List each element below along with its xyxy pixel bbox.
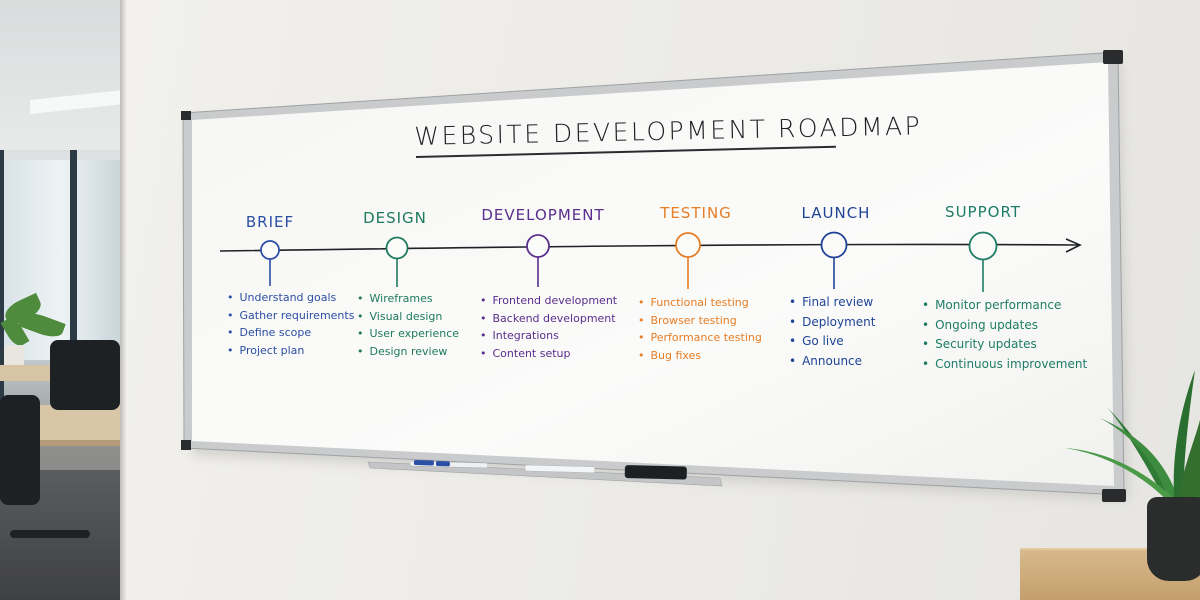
list-item: Announce bbox=[789, 352, 875, 372]
list-item: Frontend development bbox=[480, 292, 618, 310]
marker-tray bbox=[367, 461, 723, 487]
frame-corner bbox=[181, 111, 191, 120]
office-background bbox=[0, 0, 124, 600]
milestone-circle bbox=[526, 234, 550, 258]
list-item: Visual design bbox=[357, 308, 459, 326]
plant-pot bbox=[1147, 497, 1200, 581]
milestone-brief bbox=[260, 240, 280, 286]
list-item: Bug fixes bbox=[638, 347, 762, 365]
milestone-testing bbox=[675, 232, 701, 289]
chair-base bbox=[10, 530, 90, 538]
marker-pen bbox=[524, 464, 596, 474]
frame-corner bbox=[181, 440, 191, 450]
milestone-development bbox=[526, 234, 550, 287]
list-item: Continuous improvement bbox=[922, 355, 1087, 375]
launch-task-list: Final review Deployment Go live Announce bbox=[789, 293, 875, 371]
milestone-circle bbox=[675, 232, 701, 258]
board-surface bbox=[192, 62, 1114, 486]
list-item: Final review bbox=[789, 293, 875, 313]
list-item: Integrations bbox=[480, 327, 617, 345]
milestone-support bbox=[968, 231, 998, 292]
list-item: Monitor performance bbox=[922, 296, 1087, 316]
plant-leaf bbox=[1178, 420, 1200, 510]
phase-title-launch: LAUNCH bbox=[801, 204, 871, 222]
list-item: Ongoing updates bbox=[922, 316, 1087, 336]
list-item: Go live bbox=[789, 332, 875, 352]
design-task-list: Wireframes Visual design User experience… bbox=[357, 290, 460, 361]
list-item: Gather requirements bbox=[227, 307, 355, 325]
window-frame bbox=[70, 150, 77, 410]
office-chair bbox=[50, 340, 120, 410]
phase-title-brief: BRIEF bbox=[245, 213, 295, 231]
plant-leaf bbox=[1173, 370, 1195, 510]
list-item: User experience bbox=[357, 325, 460, 343]
plant-leaf bbox=[1105, 405, 1178, 510]
plant-leaves bbox=[1065, 370, 1200, 510]
milestone-design bbox=[385, 236, 409, 287]
frame-corner bbox=[1103, 50, 1123, 64]
marker-cap-blue bbox=[413, 460, 434, 466]
list-item: Wireframes bbox=[357, 290, 459, 308]
list-item: Define scope bbox=[227, 324, 354, 342]
list-item: Project plan bbox=[227, 342, 354, 360]
list-item: Performance testing bbox=[638, 329, 762, 347]
arrow-head-icon bbox=[1065, 238, 1082, 253]
milestone-circle bbox=[385, 236, 409, 260]
ceiling bbox=[0, 0, 124, 150]
phase-title-design: DESIGN bbox=[363, 209, 427, 227]
brief-task-list: Understand goals Gather requirements Def… bbox=[227, 289, 355, 360]
development-task-list: Frontend development Backend development… bbox=[480, 292, 618, 363]
list-item: Backend development bbox=[480, 310, 617, 328]
milestone-circle bbox=[820, 231, 848, 259]
testing-task-list: Functional testing Browser testing Perfo… bbox=[638, 294, 762, 364]
phase-title-development: DEVELOPMENT bbox=[481, 206, 605, 224]
office-chair bbox=[0, 395, 40, 505]
wall-corner bbox=[120, 0, 126, 600]
desk-edge bbox=[0, 440, 124, 446]
milestone-circle bbox=[260, 240, 280, 260]
milestone-launch bbox=[820, 231, 848, 289]
list-item: Security updates bbox=[922, 335, 1087, 355]
list-item: Deployment bbox=[789, 313, 875, 333]
list-item: Understand goals bbox=[227, 289, 354, 307]
timeline-line bbox=[219, 243, 1079, 252]
phase-title-testing: TESTING bbox=[660, 204, 732, 222]
list-item: Browser testing bbox=[638, 312, 762, 330]
list-item: Design review bbox=[357, 343, 459, 361]
eraser bbox=[624, 465, 687, 480]
frame-corner bbox=[1102, 489, 1126, 502]
plant-pot bbox=[4, 345, 24, 367]
window-frame bbox=[0, 150, 4, 410]
phase-title-support: SUPPORT bbox=[945, 203, 1021, 221]
support-task-list: Monitor performance Ongoing updates Secu… bbox=[922, 296, 1087, 374]
marker-cap-blue bbox=[435, 461, 450, 467]
milestone-circle bbox=[968, 231, 998, 261]
list-item: Functional testing bbox=[638, 294, 762, 312]
list-item: Content setup bbox=[480, 345, 617, 363]
